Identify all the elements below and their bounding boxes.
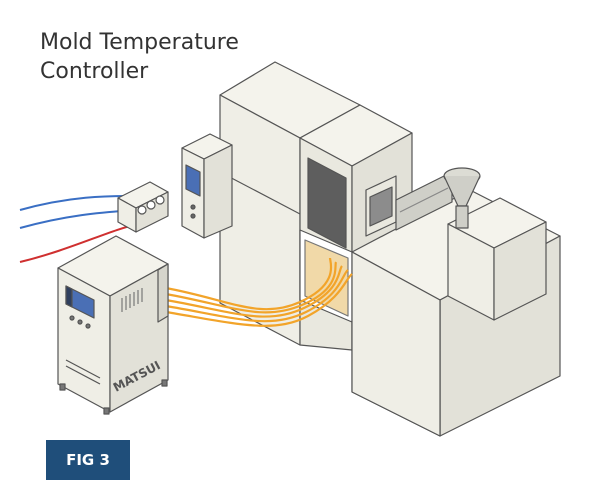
injection-molding-machine	[219, 61, 561, 437]
figure-label: FIG 3	[66, 451, 110, 469]
operator-panel	[365, 175, 397, 237]
gauge-icon	[155, 195, 165, 205]
temperature-controller-unit: MATSUI	[57, 181, 169, 415]
side-vent	[121, 288, 143, 312]
hopper	[443, 167, 481, 229]
pipe-blue-1	[19, 195, 131, 211]
gauge-head	[117, 181, 169, 233]
title-line-1: Mold Temperature	[40, 30, 239, 55]
injection-barrel	[395, 171, 453, 231]
figure-badge: FIG 3	[46, 440, 130, 480]
diagram-title: Mold Temperature Controller	[40, 28, 239, 86]
title-line-2: Controller	[40, 59, 149, 84]
gauge-icon	[146, 200, 156, 210]
controller-screen	[185, 164, 201, 197]
gauge-icon	[137, 205, 147, 215]
orange-hoses	[165, 257, 353, 327]
pipe-blue-2	[19, 209, 135, 229]
machine-mounted-controller	[181, 133, 233, 239]
injection-unit	[447, 197, 547, 321]
upper-window	[307, 157, 347, 249]
